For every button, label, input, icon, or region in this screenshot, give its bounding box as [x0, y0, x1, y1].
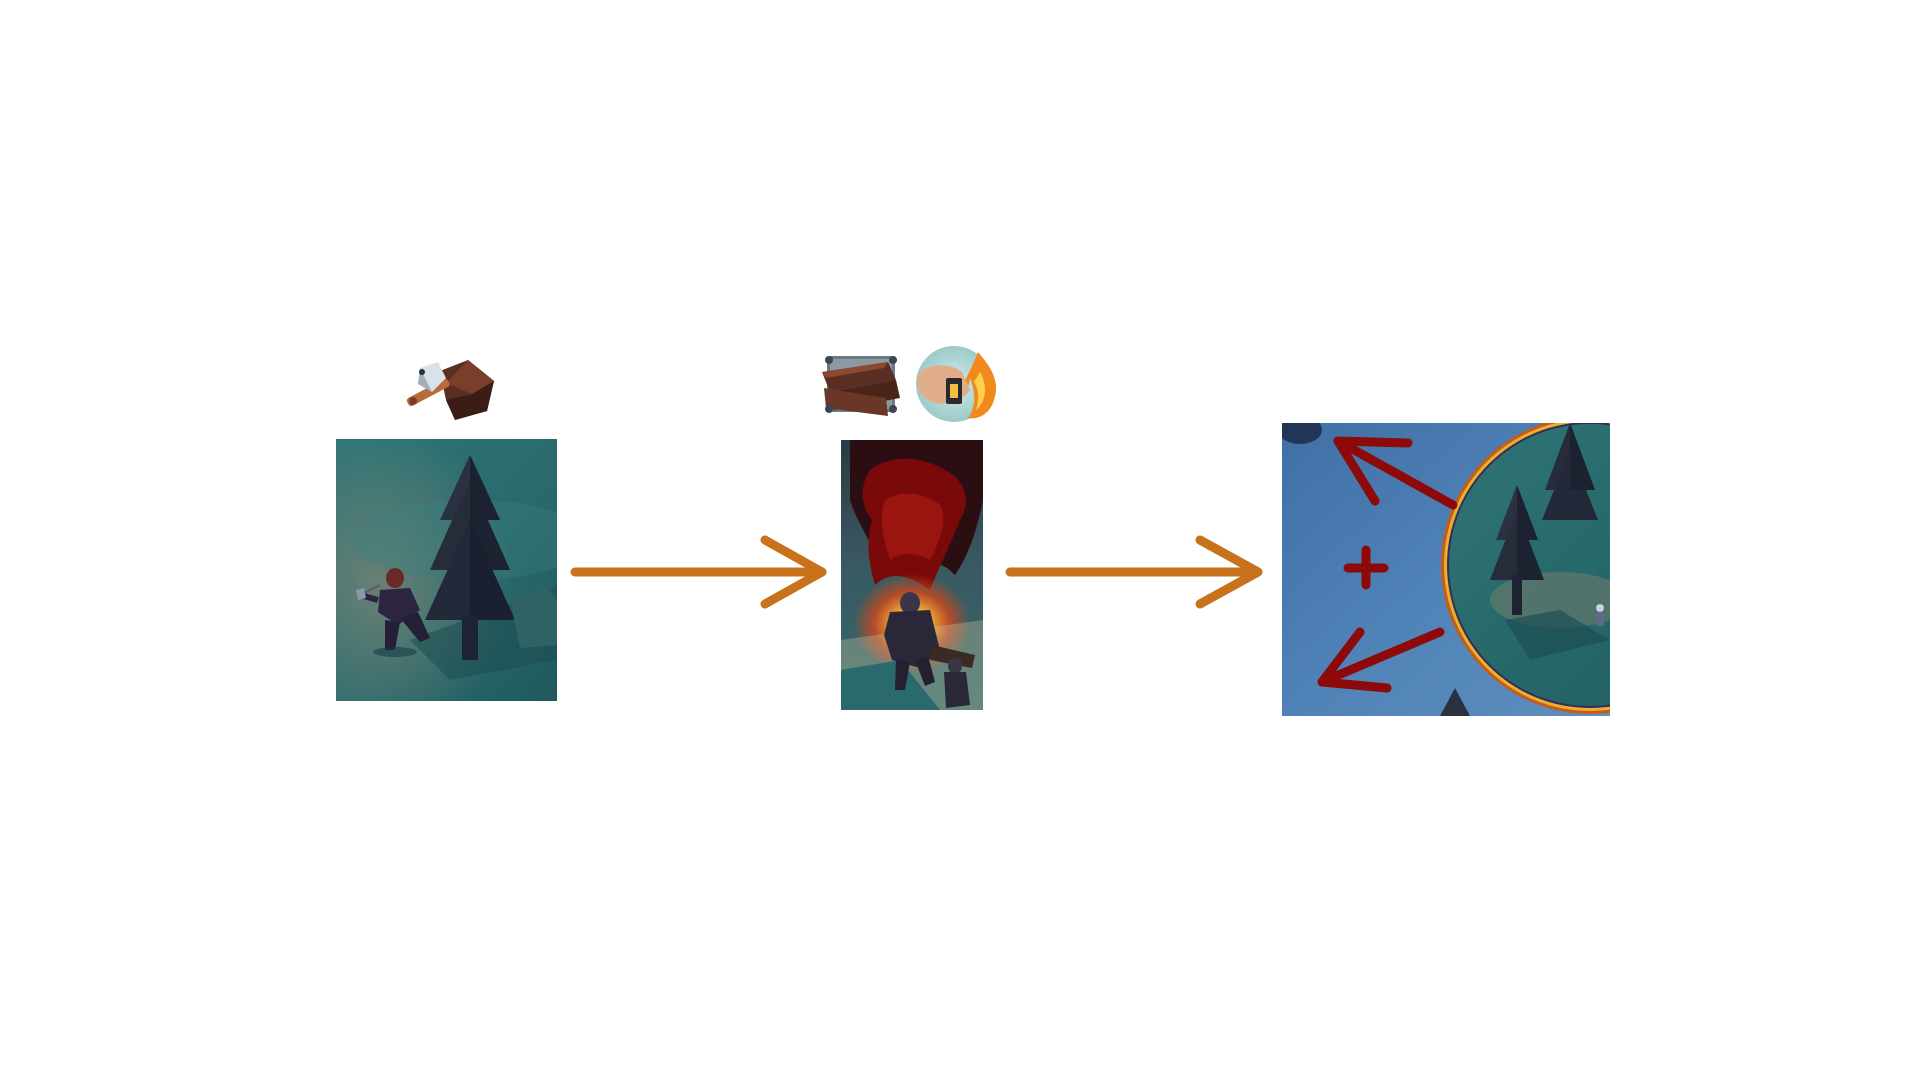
flow-arrow-1 [570, 535, 827, 609]
plus-annotation [1343, 545, 1389, 590]
expanding-clearing-scene [1282, 423, 1610, 716]
flow-arrow-2 [1005, 535, 1263, 609]
campfire-smoke-scene [841, 440, 983, 710]
wood-log-icon [822, 356, 900, 416]
step-chop-tree [336, 360, 557, 701]
character-chopping-tree-scene [336, 439, 557, 701]
step-expand-area [1282, 423, 1610, 716]
expand-arrow-up-left [1333, 436, 1458, 510]
hand-fire-icon [916, 346, 997, 422]
expand-arrow-down-left [1317, 627, 1445, 693]
step-burn-wood [822, 346, 997, 710]
axe-and-wood-icon [406, 360, 494, 420]
